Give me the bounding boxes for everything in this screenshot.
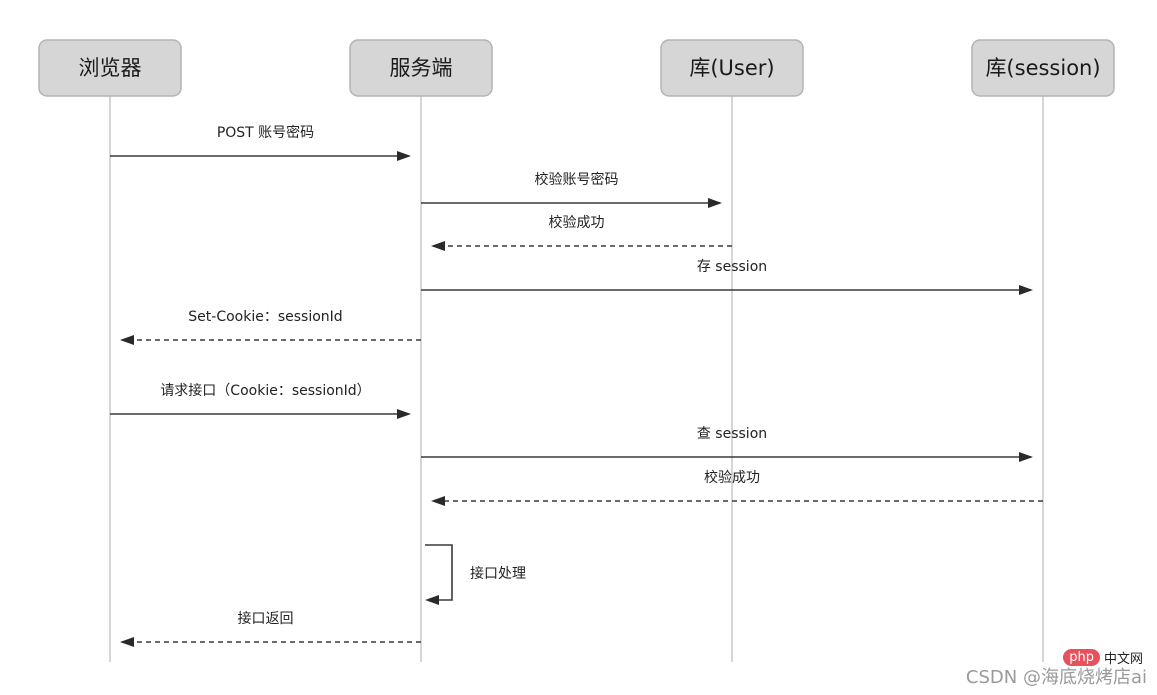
watermark: CSDN @海底烧烤店ai (966, 663, 1147, 689)
arrowhead (431, 496, 445, 506)
actor-box (38, 39, 182, 97)
actor-box (971, 39, 1115, 97)
arrowhead (708, 198, 722, 208)
actor-label: 浏览器 (79, 56, 142, 80)
message-9: 接口处理 (425, 544, 526, 605)
actor-label: 服务端 (390, 56, 453, 80)
arrowhead (120, 335, 134, 345)
message-label: 查 session (697, 426, 767, 442)
message-3: 校验成功 (431, 214, 732, 251)
actor-label: 库(session) (985, 56, 1100, 80)
message-label: 接口处理 (470, 565, 526, 582)
php-logo-icon: php (1063, 649, 1100, 666)
actor-box (349, 39, 493, 97)
message-5: Set-Cookie：sessionId (120, 309, 421, 345)
actor-box (660, 39, 804, 97)
arrowhead (397, 409, 411, 419)
message-6: 请求接口（Cookie：sessionId） (110, 382, 411, 419)
badge-site-label: 中文网 (1103, 652, 1143, 667)
arrowhead (120, 637, 134, 647)
message-label: POST 账号密码 (217, 124, 314, 141)
message-label: 校验成功 (704, 469, 760, 486)
actor-session_db: 库(session) (971, 39, 1115, 97)
message-label: 请求接口（Cookie：sessionId） (160, 382, 370, 399)
message-label: 接口返回 (238, 610, 294, 627)
message-4: 存 session (421, 259, 1033, 295)
message-label: 校验成功 (549, 214, 605, 231)
message-7: 查 session (421, 426, 1033, 462)
actor-user_db: 库(User) (660, 39, 804, 97)
message-label: 存 session (697, 259, 767, 275)
php-cn-badge: php 中文网 (1063, 648, 1143, 667)
arrowhead (431, 241, 445, 251)
actor-browser: 浏览器 (38, 39, 182, 97)
message-8: 校验成功 (431, 469, 1043, 506)
message-label: 校验账号密码 (535, 171, 619, 188)
message-2: 校验账号密码 (421, 171, 722, 208)
actor-server: 服务端 (349, 39, 493, 97)
message-label: Set-Cookie：sessionId (188, 309, 342, 325)
arrowhead (1019, 452, 1033, 462)
arrowhead (1019, 285, 1033, 295)
arrowhead (425, 595, 439, 605)
message-10: 接口返回 (120, 610, 421, 647)
message-1: POST 账号密码 (110, 124, 411, 161)
actor-label: 库(User) (689, 56, 774, 80)
self-call-line (425, 544, 453, 601)
arrowhead (397, 151, 411, 161)
watermark-text: CSDN @海底烧烤店ai (965, 667, 1147, 688)
